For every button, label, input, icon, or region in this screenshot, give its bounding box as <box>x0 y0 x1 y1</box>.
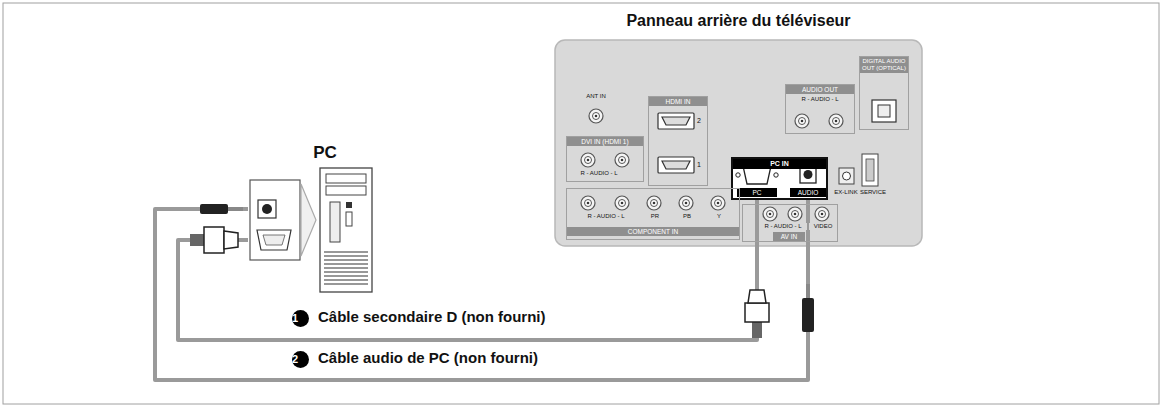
rca-jack <box>711 196 725 210</box>
vent-line <box>324 275 368 276</box>
av-in-group: R - AUDIO - LVIDEO AV IN <box>742 204 838 242</box>
band-label: DVI IN (HDMI 1) <box>567 137 643 146</box>
rca-jack <box>581 196 595 210</box>
rca-jack <box>581 153 595 167</box>
rca-jack <box>815 207 829 221</box>
component-group: R - AUDIO - L PR PB Y COMPONENT IN <box>566 188 740 240</box>
node-label: Panneau arrière du téléviseur <box>555 12 922 30</box>
node-label: R - AUDIO - L <box>569 170 629 177</box>
band-label: AV IN <box>773 232 805 241</box>
node-label: Y <box>711 213 727 220</box>
band-label: AUDIO <box>790 188 826 197</box>
pc-tower <box>320 168 372 292</box>
callout-number: 2 <box>292 351 309 368</box>
band-label: COMPONENT IN <box>567 227 739 236</box>
band-label: HDMI IN <box>649 97 707 106</box>
rca-jack <box>615 153 629 167</box>
node-label: PC <box>300 143 350 163</box>
tv-rear-panel: HDMI IN 2 1 AUDIO OUT R - AUDIO - L DIGITAL A… <box>555 12 922 246</box>
pc-in-group: PC IN PC AUDIO <box>731 157 828 200</box>
node-label: R - AUDIO - L <box>786 96 854 103</box>
hdmi-group: HDMI IN 2 1 <box>648 96 708 186</box>
frame <box>3 3 1159 404</box>
vent-line <box>324 267 368 268</box>
band-label: DIGITAL AUDIO OUT (OPTICAL) <box>860 57 908 73</box>
port-label: EX-LINK <box>830 189 862 196</box>
vent-line <box>324 251 368 252</box>
vent-line <box>324 279 368 280</box>
service-port <box>862 154 878 186</box>
node-label: VIDEO <box>809 223 837 230</box>
ex-link-jack <box>839 168 854 184</box>
pc-in-ground <box>733 159 826 198</box>
cable-line <box>178 200 757 340</box>
audio-out-group: AUDIO OUT R - AUDIO - L <box>785 84 855 134</box>
vent-line <box>324 255 368 256</box>
vent-line <box>324 259 368 260</box>
band-label: PC IN <box>733 159 826 169</box>
tv-panel <box>555 40 922 246</box>
zoom-chevron <box>301 184 316 256</box>
pc-box: PC <box>248 143 374 293</box>
dvi-group: DVI IN (HDMI 1) R - AUDIO - L <box>566 136 644 182</box>
port-label: SERVICE <box>858 189 888 196</box>
cable-label: Câble audio de PC (non fourni) <box>316 349 540 366</box>
band-label: PC <box>737 188 777 197</box>
hdmi-port <box>658 113 694 173</box>
band-label: AUDIO OUT <box>786 85 854 94</box>
vent-line <box>324 283 368 284</box>
rca-jack <box>615 196 629 210</box>
rca-jack <box>795 114 809 128</box>
rca-jack <box>829 114 843 128</box>
optical-group: DIGITAL AUDIO OUT (OPTICAL) <box>859 56 909 130</box>
rca-jack <box>679 196 693 210</box>
node-label: 1 <box>697 161 706 169</box>
optical-port <box>872 100 896 122</box>
cable-label: Câble secondaire D (non fourni) <box>316 308 548 325</box>
node-label: R - AUDIO - L <box>759 223 807 230</box>
node-label: PR <box>647 213 663 220</box>
rca-jack <box>647 196 661 210</box>
cable-line <box>155 200 808 380</box>
node-label: 2 <box>697 117 706 125</box>
rca-jack <box>763 207 777 221</box>
port-label: ANT IN <box>578 93 614 100</box>
node-label: PB <box>679 213 695 220</box>
pc-back-panel <box>250 180 300 260</box>
callout-number: 1 <box>292 310 309 327</box>
rca-jack <box>788 207 802 221</box>
audio-plug <box>200 204 814 332</box>
node-label: R - AUDIO - L <box>571 213 641 220</box>
vent-line <box>324 263 368 264</box>
rca-jack <box>589 109 603 123</box>
vent-line <box>324 271 368 272</box>
vga-plug <box>190 227 769 338</box>
